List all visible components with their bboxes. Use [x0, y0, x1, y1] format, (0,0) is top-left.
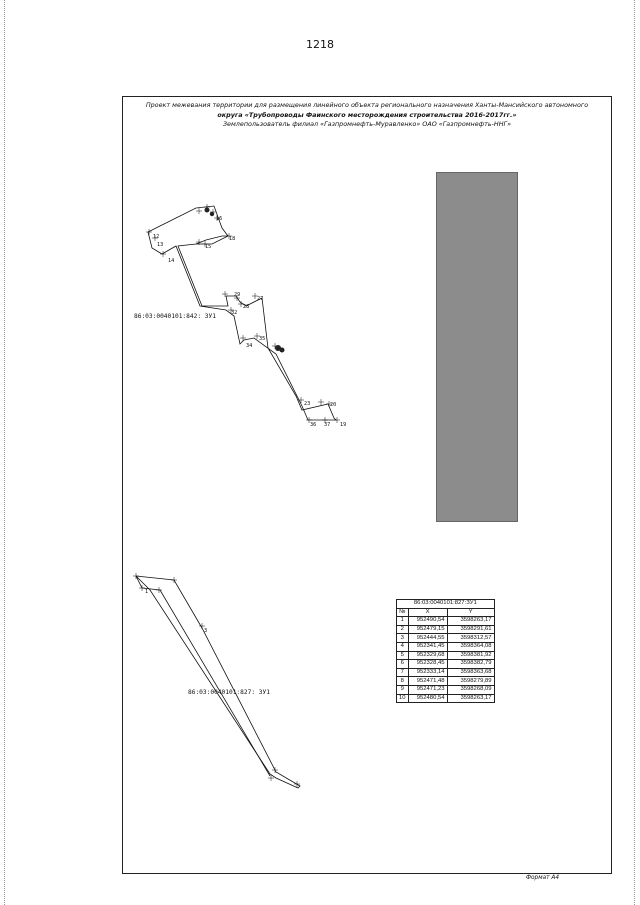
table-cell-x: 952490,54: [407, 616, 448, 626]
table-cell-n: 2: [396, 624, 409, 635]
table-cell-x: 952444,55: [407, 633, 448, 643]
parcel-827-vertex-markers: [133, 573, 300, 787]
table-cell-y: 3598263,17: [446, 616, 495, 626]
table-cell-y: 3598263,17: [446, 693, 495, 704]
point-label: 19: [340, 422, 346, 428]
page-number: 1218: [306, 38, 334, 51]
table-cell-y: 3598291,61: [446, 624, 495, 635]
sheet-header: Проект межевания территории для размещен…: [128, 101, 606, 130]
table-cell-y: 3598382,79: [446, 659, 495, 669]
left-margin-line: [4, 0, 5, 905]
point-label: 37: [324, 422, 330, 428]
col-header-x: X: [407, 607, 448, 618]
drawing-sheet-frame: [122, 96, 612, 874]
header-line-2: округа «Трубопроводы Фаинского месторожд…: [217, 110, 517, 119]
table-cell-n: 8: [396, 676, 409, 686]
table-cell-y: 3598381,92: [446, 650, 495, 661]
faded-coordinate-table: [436, 172, 518, 522]
table-cell-x: 952341,45: [407, 641, 448, 652]
table-cell-x: 952328,45: [407, 659, 448, 669]
parcel-842-vertex-markers: [146, 204, 340, 423]
point-label: 29: [234, 292, 240, 298]
table-cell-x: 952329,68: [407, 650, 448, 661]
point-label: 1: [145, 589, 148, 595]
table-cell-n: 5: [396, 650, 409, 661]
table-cell-x: 952480,54: [407, 693, 448, 704]
coordinate-table-header: № X Y: [396, 607, 495, 618]
point-label: 36: [310, 422, 316, 428]
table-cell-n: 6: [396, 659, 409, 669]
table-cell-x: 952479,15: [407, 624, 448, 635]
dense-vertex-cluster: [204, 207, 285, 353]
col-header-number: №: [396, 607, 409, 618]
point-label: 32: [231, 310, 237, 316]
table-cell-n: 7: [396, 667, 409, 678]
point-label: 15: [205, 244, 211, 250]
table-cell-x: 952471,23: [407, 684, 448, 695]
table-cell-x: 952333,14: [407, 667, 448, 678]
header-line-1: Проект межевания территории для размещен…: [145, 101, 589, 109]
point-label: 20: [330, 402, 336, 408]
point-label: 16: [216, 216, 222, 222]
point-label: 13: [157, 242, 163, 248]
table-cell-n: 10: [396, 693, 409, 704]
col-header-y: Y: [446, 607, 495, 618]
table-cell-n: 4: [396, 641, 409, 652]
point-label: 28: [243, 304, 249, 310]
point-label: 14: [168, 258, 174, 264]
point-label: 35: [259, 336, 265, 342]
parcel-827-outline: [135, 575, 301, 789]
table-cell-n: 3: [396, 633, 409, 643]
point-label: 3: [204, 628, 207, 634]
parcel-label-827: 86:03:0040101:827: ЗУ1: [188, 689, 270, 696]
sheet-format-label: Формат А4: [526, 875, 560, 881]
table-cell-y: 3598268,09: [446, 684, 495, 695]
table-cell-x: 952471,48: [407, 676, 448, 686]
table-cell-y: 3598363,68: [446, 667, 495, 678]
table-cell-y: 3598364,08: [446, 641, 495, 652]
point-label: 34: [246, 343, 252, 349]
point-label: 12: [153, 234, 159, 240]
header-line-3: Землепользователь филиал «Газпромнефть-М…: [222, 120, 512, 128]
point-label: 23: [304, 401, 310, 407]
table-cell-n: 1: [396, 616, 409, 626]
point-label: 27: [257, 296, 263, 302]
table-cell-n: 9: [396, 684, 409, 695]
right-margin-line: [634, 0, 635, 905]
table-cell-y: 3598279,89: [446, 676, 495, 686]
parcel-label-842: 86:03:0040101:842: ЗУ1: [134, 313, 216, 320]
point-label: 18: [229, 236, 235, 242]
table-cell-y: 3598312,57: [446, 633, 495, 643]
coordinate-table-title: 86:03:0040101:827:ЗУ1: [396, 599, 495, 609]
